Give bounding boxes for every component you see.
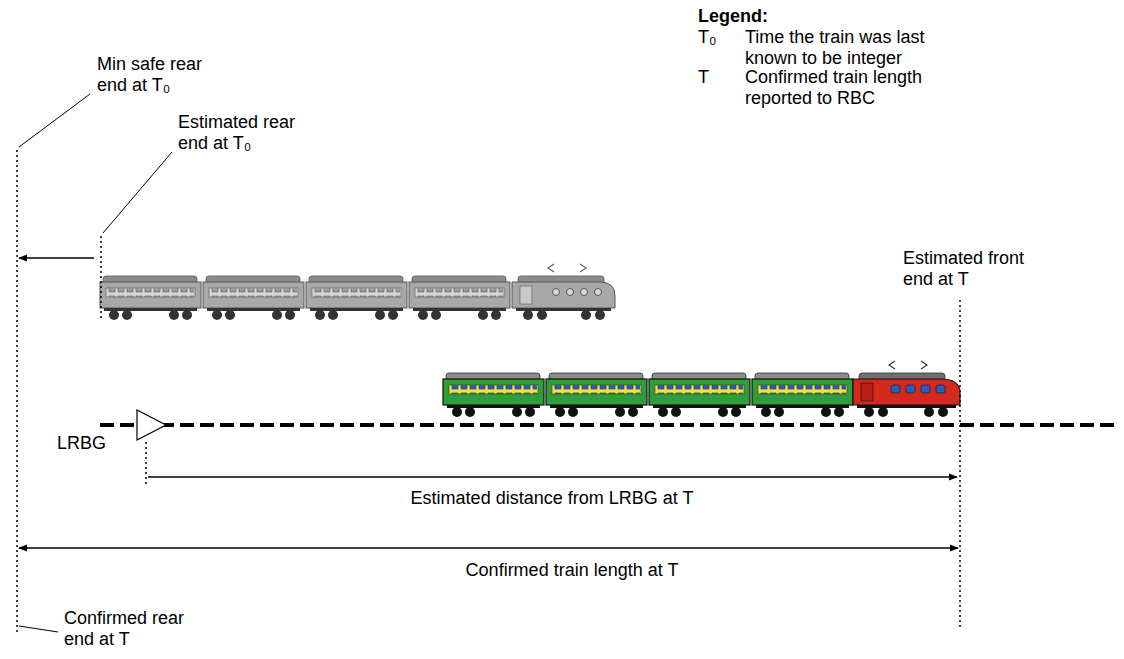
estimated-front-line — [959, 300, 961, 630]
distance-arrow — [148, 476, 957, 478]
balise-label: LRBG — [57, 433, 106, 454]
position-label: Min safe rear end at T₀ — [97, 54, 222, 95]
estimated-rear-line — [100, 236, 102, 318]
leader-line — [19, 94, 90, 147]
grey-coach — [100, 276, 201, 320]
leader-line — [19, 626, 58, 632]
position-label: Confirmed rear end at T — [64, 608, 204, 649]
grey-locomotive — [512, 264, 615, 320]
grey-coach — [306, 276, 407, 320]
green-coach — [546, 373, 647, 417]
legend-text: Confirmed train length reported to RBC — [745, 67, 957, 108]
rear-shift-arrow — [19, 257, 94, 259]
leader-line — [103, 152, 172, 233]
legend-symbol: T₀ — [698, 27, 716, 48]
train-at-t — [443, 361, 960, 417]
legend-text: Time the train was last known to be inte… — [745, 27, 957, 68]
legend-heading: Legend: — [698, 6, 768, 27]
balise-triangle — [137, 410, 166, 440]
grey-coach — [409, 276, 510, 320]
reference-lines — [17, 150, 960, 632]
leader-lines — [19, 94, 172, 632]
position-label: Estimated front end at T — [903, 248, 1053, 289]
legend-symbol: T — [698, 67, 709, 88]
track — [100, 423, 1120, 427]
grey-coach — [203, 276, 304, 320]
length-arrow — [19, 547, 958, 549]
dimension-label: Estimated distance from LRBG at T — [408, 488, 697, 509]
position-label: Estimated rear end at T₀ — [178, 112, 318, 153]
red-locomotive — [853, 361, 960, 417]
green-coach — [443, 373, 544, 417]
lrbg-line — [145, 442, 147, 486]
train-at-t0 — [100, 264, 615, 320]
dimension-label: Confirmed train length at T — [463, 560, 682, 581]
min-safe-rear-line — [16, 150, 18, 632]
green-coach — [752, 373, 853, 417]
green-coach — [649, 373, 750, 417]
